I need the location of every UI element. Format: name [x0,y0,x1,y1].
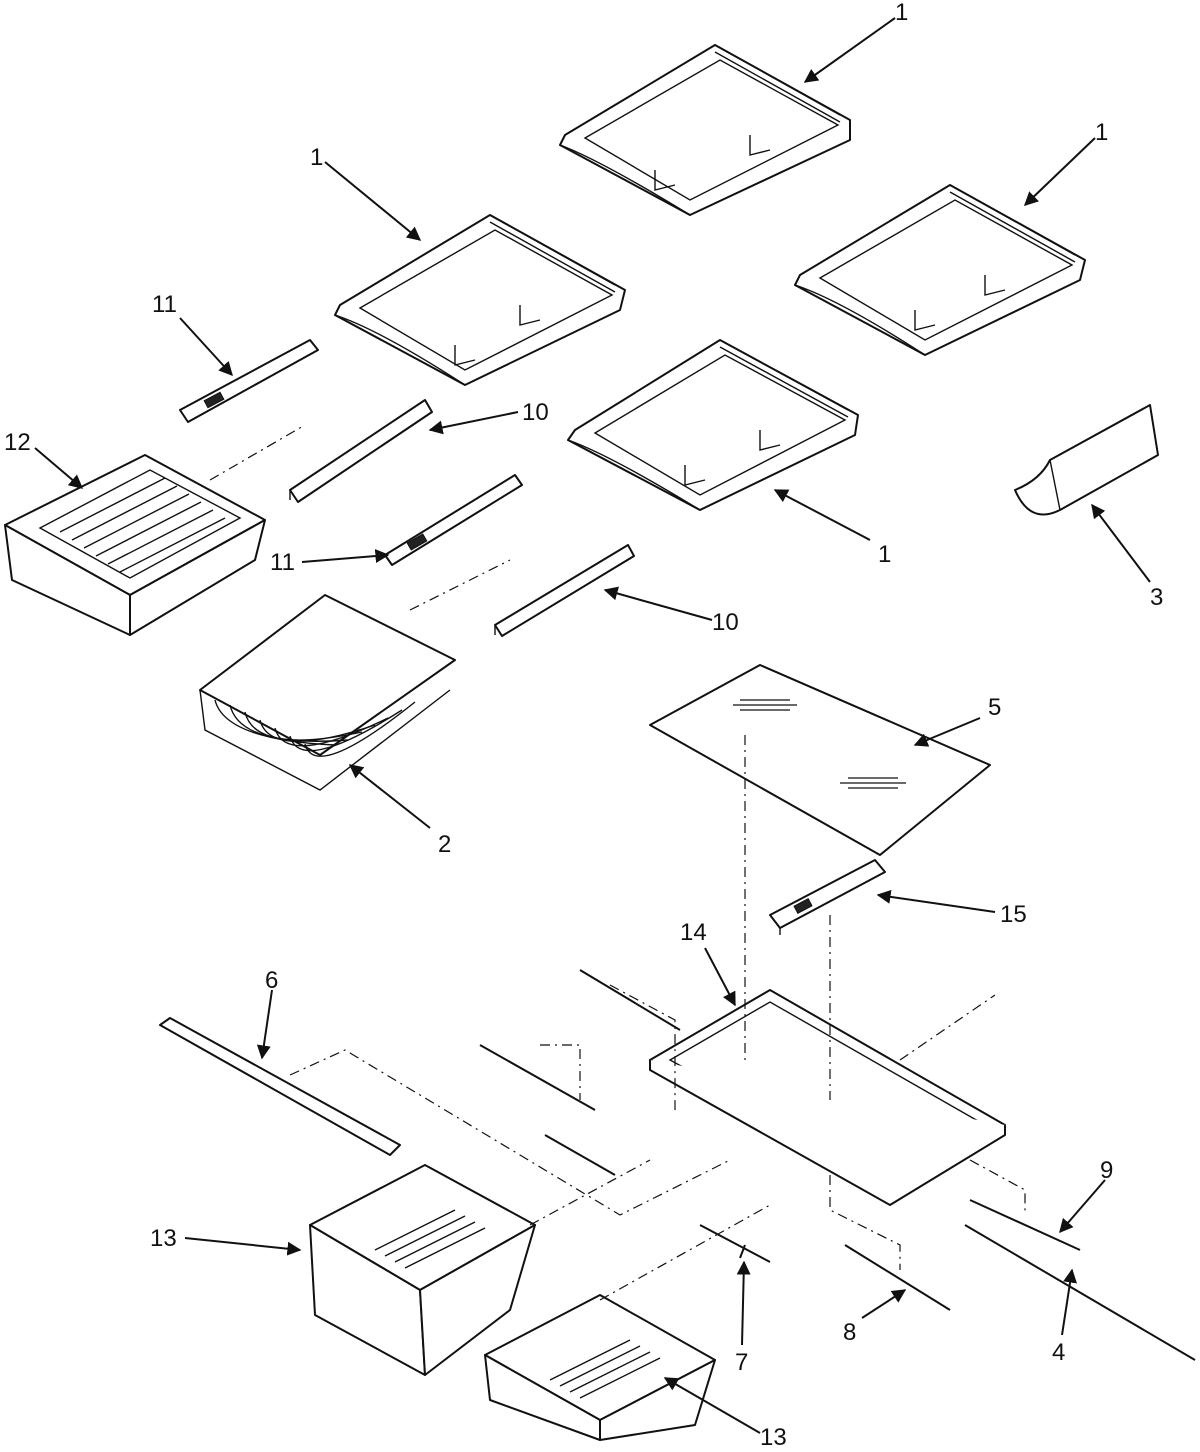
callout-slide-upper: 10 [522,399,549,426]
channel-upper [579,969,681,1031]
crisper-right [484,1294,716,1441]
callout-guard: 3 [1150,584,1163,611]
slide-upper [289,399,433,503]
shelf-top [559,44,851,216]
callout-glass-shelf: 5 [988,694,1001,721]
callout-crisper-right: 13 [760,1424,787,1451]
callout-rail: 9 [1100,1157,1113,1184]
callout-drawer: 12 [4,429,31,456]
trim [159,1017,401,1156]
callout-trim: 6 [265,967,278,994]
shelf-upper-right [794,184,1086,356]
shelf-center [567,339,859,511]
callout-shelf-center: 1 [878,541,891,568]
slide-lower [494,544,635,637]
callout-shelf-top: 1 [895,0,908,26]
support [699,1224,771,1263]
drawer [4,454,266,636]
callout-glide-upper: 11 [152,291,177,318]
callout-crisper-left: 13 [150,1225,177,1252]
guard [1014,404,1159,516]
callout-support: 7 [735,1349,748,1376]
crisper-left [309,1164,536,1376]
hinge [544,1134,616,1176]
rail [969,1199,1081,1251]
callout-track: 4 [1052,1339,1065,1366]
rod [844,1244,951,1311]
callout-slide-lower: 10 [712,609,739,636]
callout-shelf-upper-right: 1 [1095,119,1108,146]
channel-mid [479,1044,596,1111]
track [964,1224,1196,1361]
assembly-lines [209,424,1026,1301]
callout-shelf-left: 1 [310,144,323,171]
frame [649,989,1006,1206]
glide-upper [179,339,319,423]
callout-wire-basket: 2 [438,831,451,858]
callout-bracket: 15 [1000,901,1027,928]
callout-glide-lower: 11 [270,549,295,576]
callout-rod: 8 [843,1319,856,1346]
wire-basket [199,594,456,791]
shelf-left [334,214,626,386]
glass-shelf [649,664,991,856]
callout-frame: 14 [680,919,707,946]
leaders [34,17,1151,1434]
glide-lower [384,474,523,566]
bracket [769,859,886,935]
